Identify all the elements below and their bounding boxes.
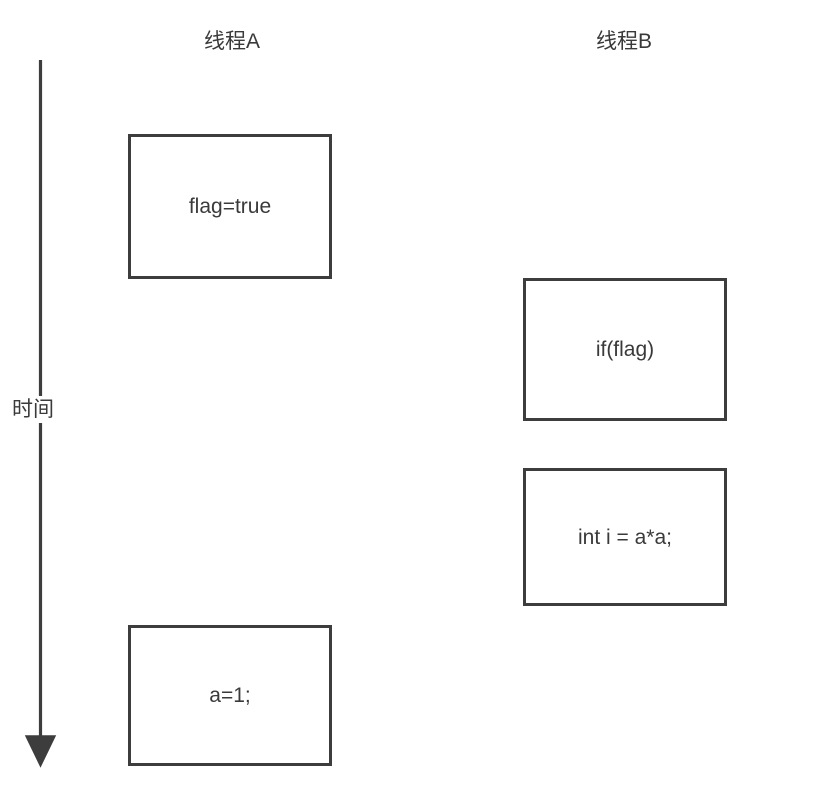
time-axis-label: 时间 [10, 396, 56, 424]
lane-header-thread-a: 线程A [203, 30, 260, 53]
process-box-label: int i = a*a; [578, 525, 672, 549]
process-box-int-i[interactable]: int i = a*a; [523, 468, 727, 606]
process-box-flag-true[interactable]: flag=true [128, 134, 332, 279]
process-box-label: a=1; [209, 684, 251, 707]
process-box-label: flag=true [188, 195, 272, 218]
process-box-a-assign[interactable]: a=1; [128, 625, 332, 766]
process-box-label: if(flag) [595, 338, 655, 361]
process-box-if-flag[interactable]: if(flag) [523, 278, 727, 421]
lane-header-thread-b: 线程B [595, 30, 652, 53]
